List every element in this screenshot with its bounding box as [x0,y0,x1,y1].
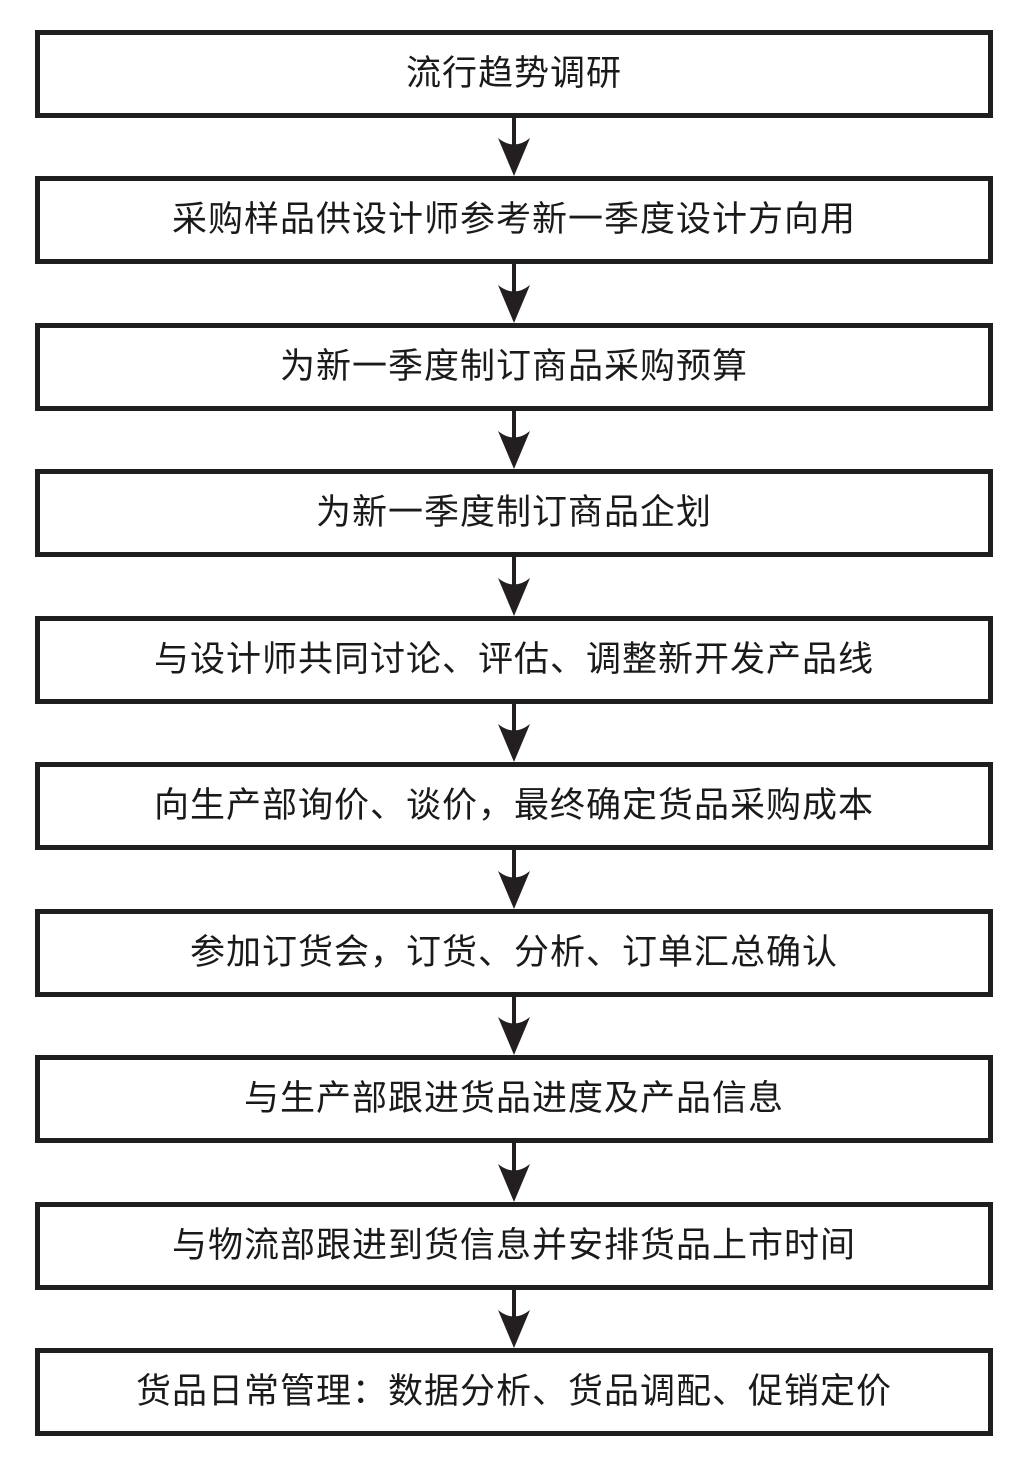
arrow-down-icon [498,704,530,762]
arrow-down-icon [498,850,530,909]
arrow-down-icon [498,411,530,469]
flowchart-box-cost-negotiation: 向生产部询价、谈价，最终确定货品采购成本 [35,762,993,850]
box-label: 为新一季度制订商品采购预算 [279,346,748,386]
box-label: 为新一季度制订商品企划 [315,492,712,532]
flowchart-box-sample-purchase: 采购样品供设计师参考新一季度设计方向用 [35,176,993,264]
arrow-down-icon [498,1290,530,1348]
flowchart-box-merchandise-plan: 为新一季度制订商品企划 [35,469,993,557]
arrow-down-icon [498,264,530,323]
box-label: 采购样品供设计师参考新一季度设计方向用 [171,199,856,239]
flowchart-box-production-followup: 与生产部跟进货品进度及产品信息 [35,1055,993,1143]
flowchart-box-logistics-launch: 与物流部跟进到货信息并安排货品上市时间 [35,1202,993,1290]
box-label: 货品日常管理：数据分析、货品调配、促销定价 [135,1371,892,1411]
flowchart-box-daily-management: 货品日常管理：数据分析、货品调配、促销定价 [35,1348,993,1436]
box-label: 与物流部跟进到货信息并安排货品上市时间 [171,1225,856,1265]
flowchart-box-trend-research: 流行趋势调研 [35,30,993,118]
arrow-down-icon [498,557,530,616]
flowchart-box-product-line-review: 与设计师共同讨论、评估、调整新开发产品线 [35,616,993,704]
flowchart-box-order-fair: 参加订货会，订货、分析、订单汇总确认 [35,909,993,997]
arrow-down-icon [498,118,530,176]
box-label: 向生产部询价、谈价，最终确定货品采购成本 [153,785,874,825]
box-label: 与设计师共同讨论、评估、调整新开发产品线 [153,639,874,679]
box-label: 流行趋势调研 [405,53,622,93]
box-label: 参加订货会，订货、分析、订单汇总确认 [189,932,838,972]
box-label: 与生产部跟进货品进度及产品信息 [243,1078,784,1118]
arrow-down-icon [498,1143,530,1202]
flowchart-box-purchase-budget: 为新一季度制订商品采购预算 [35,323,993,411]
arrow-down-icon [498,997,530,1055]
